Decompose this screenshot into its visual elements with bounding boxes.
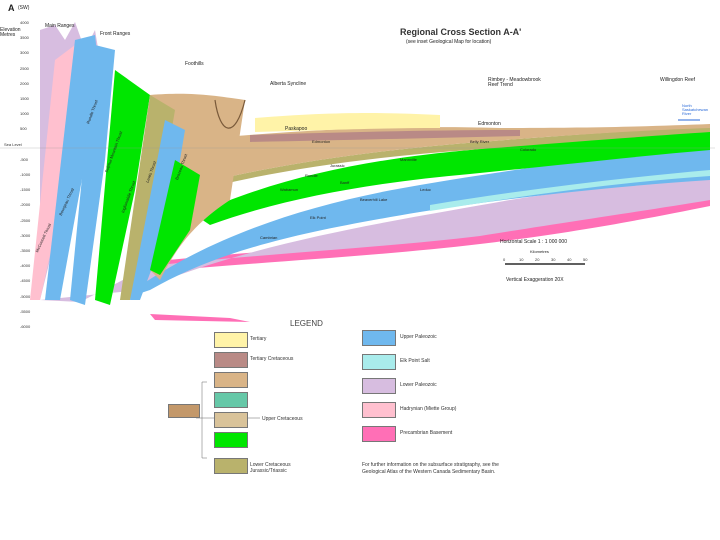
elevation-tick: 2000 [20, 80, 29, 86]
legend-swatch [214, 332, 248, 348]
thrust-sheet-blue-3 [130, 120, 185, 300]
label-front-ranges: Front Ranges [100, 31, 131, 37]
elevation-tick: 3500 [20, 35, 29, 41]
upper-paleozoic-layer [120, 146, 710, 300]
scale-tick: 0 [503, 257, 506, 262]
formation-belly-river: Belly River [470, 139, 490, 144]
formation-wabamun: Wabamun [280, 187, 299, 192]
section-direction: (SW) [18, 5, 30, 11]
elevation-tick: -3500 [20, 248, 31, 253]
thrust-sheet-green [95, 70, 150, 305]
scale-tick: 30 [551, 257, 556, 262]
tertiary-layer [255, 113, 440, 132]
legend-label: Elk Point Salt [400, 358, 430, 364]
elevation-tick: -5000 [20, 293, 31, 299]
legend-label: Lower Paleozoic [400, 382, 437, 388]
legend-swatch [362, 378, 396, 394]
legend-swatch [362, 402, 396, 418]
legend-label: Lower Cretaceous Jurassic/Triassic [250, 462, 291, 474]
formation-colorado: Colorado [520, 147, 537, 152]
scale-tick: 50 [583, 257, 588, 262]
elevation-tick: -4500 [20, 278, 31, 284]
formation-jurassic: Jurassic [330, 163, 345, 168]
label-river: North Saskatchewan River [682, 103, 709, 116]
legend-side-swatch [168, 404, 200, 418]
horizontal-scale: Horizontal Scale 1 : 1 000 000 [500, 239, 567, 245]
label-rimbey-meadowbrook: Rimbey - Meadowbrook Reef Trend [488, 77, 541, 88]
elevation-axis-label: Elevation Metres [0, 27, 21, 38]
legend-swatch [214, 412, 248, 428]
legend-swatch [362, 330, 396, 346]
scale-tick: 20 [535, 257, 540, 262]
legend-swatch [362, 426, 396, 442]
legend-label: Tertiary Cretaceous [250, 356, 294, 362]
legend-swatch [214, 352, 248, 368]
thrust-sheet-green-2 [150, 160, 200, 275]
formation-beaverhill: Beaverhill Lake [360, 197, 388, 202]
legend-note: For further information on the subsurfac… [362, 462, 499, 475]
elevation-tick: -500 [20, 156, 29, 162]
formation-cambrian: Cambrian [260, 235, 278, 240]
elevation-tick: -1000 [20, 172, 31, 177]
elevation-tick: 2500 [20, 65, 29, 71]
elevation-tick: -6000 [20, 324, 31, 329]
syncline-fold [214, 99, 246, 129]
legend-label: Hadrynian (Miette Group) [400, 406, 457, 412]
elevation-tick: 1500 [20, 96, 29, 101]
chart-subtitle: (see inset Geological Map for location) [406, 39, 492, 45]
legend-swatch [214, 458, 248, 474]
lower-paleozoic-layer [40, 176, 710, 302]
vertical-exaggeration: Vertical Exaggeration 20X [506, 277, 564, 283]
formation-elk-point: Elk Point [310, 215, 326, 220]
legend-swatch [214, 372, 248, 388]
legend-swatch [214, 392, 248, 408]
lower-cretaceous-olive [215, 126, 710, 186]
section-letter: A [8, 3, 15, 13]
label-main-ranges: Main Ranges [45, 23, 75, 29]
elevation-tick: -5500 [20, 308, 31, 314]
basement-ribbon-bottom [150, 314, 250, 322]
formation-rundle: Rundle [305, 173, 318, 178]
elevation-tick: 500 [20, 126, 27, 132]
legend-upper-cretaceous-label: Upper Cretaceous [262, 416, 303, 422]
elevation-tick: Sea Level [4, 141, 22, 147]
legend-swatch [362, 354, 396, 370]
legend-label: Precambrian Basement [400, 430, 453, 436]
elevation-tick: -1500 [20, 187, 31, 193]
elevation-tick: 3000 [20, 50, 29, 56]
label-willingdon-reef: Willingdon Reef [660, 77, 696, 83]
elevation-tick: -2000 [20, 202, 31, 208]
formation-mannville: Mannville [400, 157, 417, 162]
formation-edmonton: Edmonton [312, 139, 331, 144]
label-alberta-syncline: Alberta Syncline [270, 81, 307, 87]
legend-swatch [214, 432, 248, 448]
elk-point-salt [430, 170, 710, 211]
formation-leduc: Leduc [420, 187, 431, 192]
elevation-tick: -3000 [20, 232, 31, 238]
legend-label: Tertiary [250, 336, 267, 342]
thrust-sheet-blue-1 [45, 35, 100, 300]
scale-unit-label: Kilometres [530, 249, 549, 254]
legend-bracket [196, 381, 207, 459]
elevation-tick: -4000 [20, 263, 31, 269]
legend-label: Upper Paleozoic [400, 334, 437, 340]
scale-tick: 40 [567, 257, 572, 262]
formation-paskapoo: Paskapoo [285, 126, 308, 132]
label-foothills: Foothills [185, 61, 204, 67]
formation-banff: Banff [340, 180, 350, 185]
scale-tick: 10 [519, 257, 524, 262]
legend-title: LEGEND [290, 319, 323, 328]
green-cretaceous-layer [195, 128, 710, 225]
tertiary-cretaceous-band [250, 130, 520, 142]
thrust-sheet-blue-2 [70, 45, 115, 305]
elevation-tick: 4000 [20, 20, 29, 25]
chart-title: Regional Cross Section A-A' [400, 27, 522, 37]
elevation-tick: -2500 [20, 217, 31, 223]
label-edmonton-city: Edmonton [478, 121, 501, 127]
elevation-tick: 1000 [20, 111, 29, 117]
